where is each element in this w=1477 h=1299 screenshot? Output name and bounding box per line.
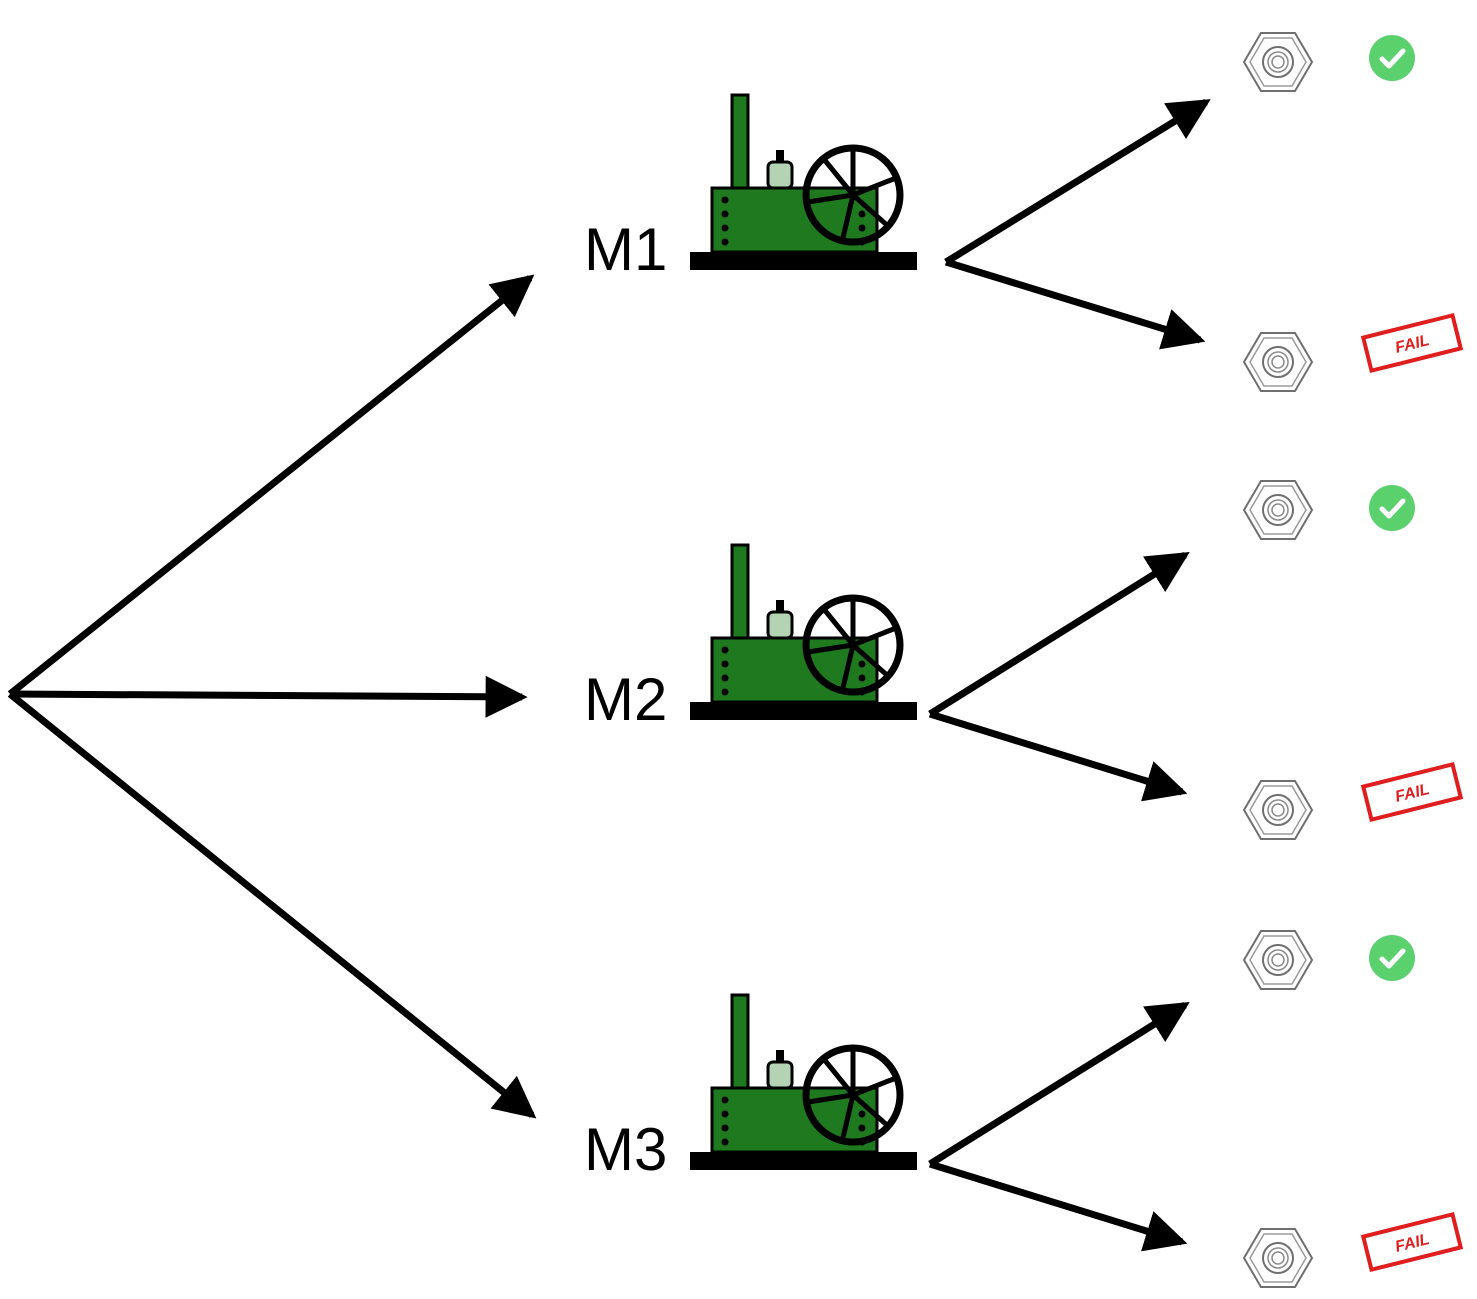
branch-arrow-m1: [7, 274, 535, 697]
hex-nut-icon: [1242, 32, 1314, 92]
machine-node-m3: M3: [584, 993, 917, 1183]
outcome-m2-pass: [1242, 480, 1415, 540]
hex-nut-icon: [1242, 1228, 1314, 1288]
outcome-arrow-m3-pass: [928, 1002, 1190, 1167]
machine-node-m2: M2: [584, 543, 917, 733]
check-circle-icon: [1369, 485, 1415, 531]
machine-label-m1: M1: [584, 216, 667, 283]
outcome-m1-pass: [1242, 32, 1415, 92]
outcome-arrow-m2-fail: [928, 710, 1188, 802]
outcome-arrow-m1-fail: [944, 258, 1206, 350]
hex-nut-icon: [1242, 480, 1314, 540]
branch-arrow-m2: [9, 675, 528, 718]
fail-stamp-icon: FAIL: [1360, 1211, 1464, 1273]
check-circle-icon: [1369, 35, 1415, 81]
outcome-branches: [928, 99, 1211, 1252]
outcome-m3-pass: [1242, 930, 1415, 990]
machine-label-m3: M3: [584, 1116, 667, 1183]
fail-stamp-icon: FAIL: [1360, 761, 1464, 823]
fail-stamp-icon: FAIL: [1360, 312, 1464, 374]
branch-arrow-m3: [7, 691, 537, 1119]
root-branches: [7, 274, 537, 1119]
hex-nut-icon: [1242, 930, 1314, 990]
check-circle-icon: [1369, 935, 1415, 981]
fail-stamp-text: FAIL: [1393, 332, 1431, 357]
steam-engine-factory-icon: [690, 93, 917, 270]
outcome-m1-fail: FAIL: [1242, 312, 1464, 392]
machine-node-m1: M1: [584, 93, 917, 283]
outcome-m3-fail: FAIL: [1242, 1211, 1464, 1288]
steam-engine-factory-icon: [690, 543, 917, 720]
hex-nut-icon: [1242, 780, 1314, 840]
outcome-arrow-m2-pass: [928, 552, 1190, 717]
steam-engine-factory-icon: [690, 993, 917, 1170]
fail-stamp-text: FAIL: [1393, 1231, 1431, 1256]
outcome-arrow-m1-pass: [944, 99, 1211, 265]
outcome-m2-fail: FAIL: [1242, 761, 1464, 840]
outcome-arrow-m3-fail: [928, 1160, 1188, 1252]
machine-label-m2: M2: [584, 666, 667, 733]
fail-stamp-text: FAIL: [1393, 781, 1431, 806]
hex-nut-icon: [1242, 332, 1314, 392]
